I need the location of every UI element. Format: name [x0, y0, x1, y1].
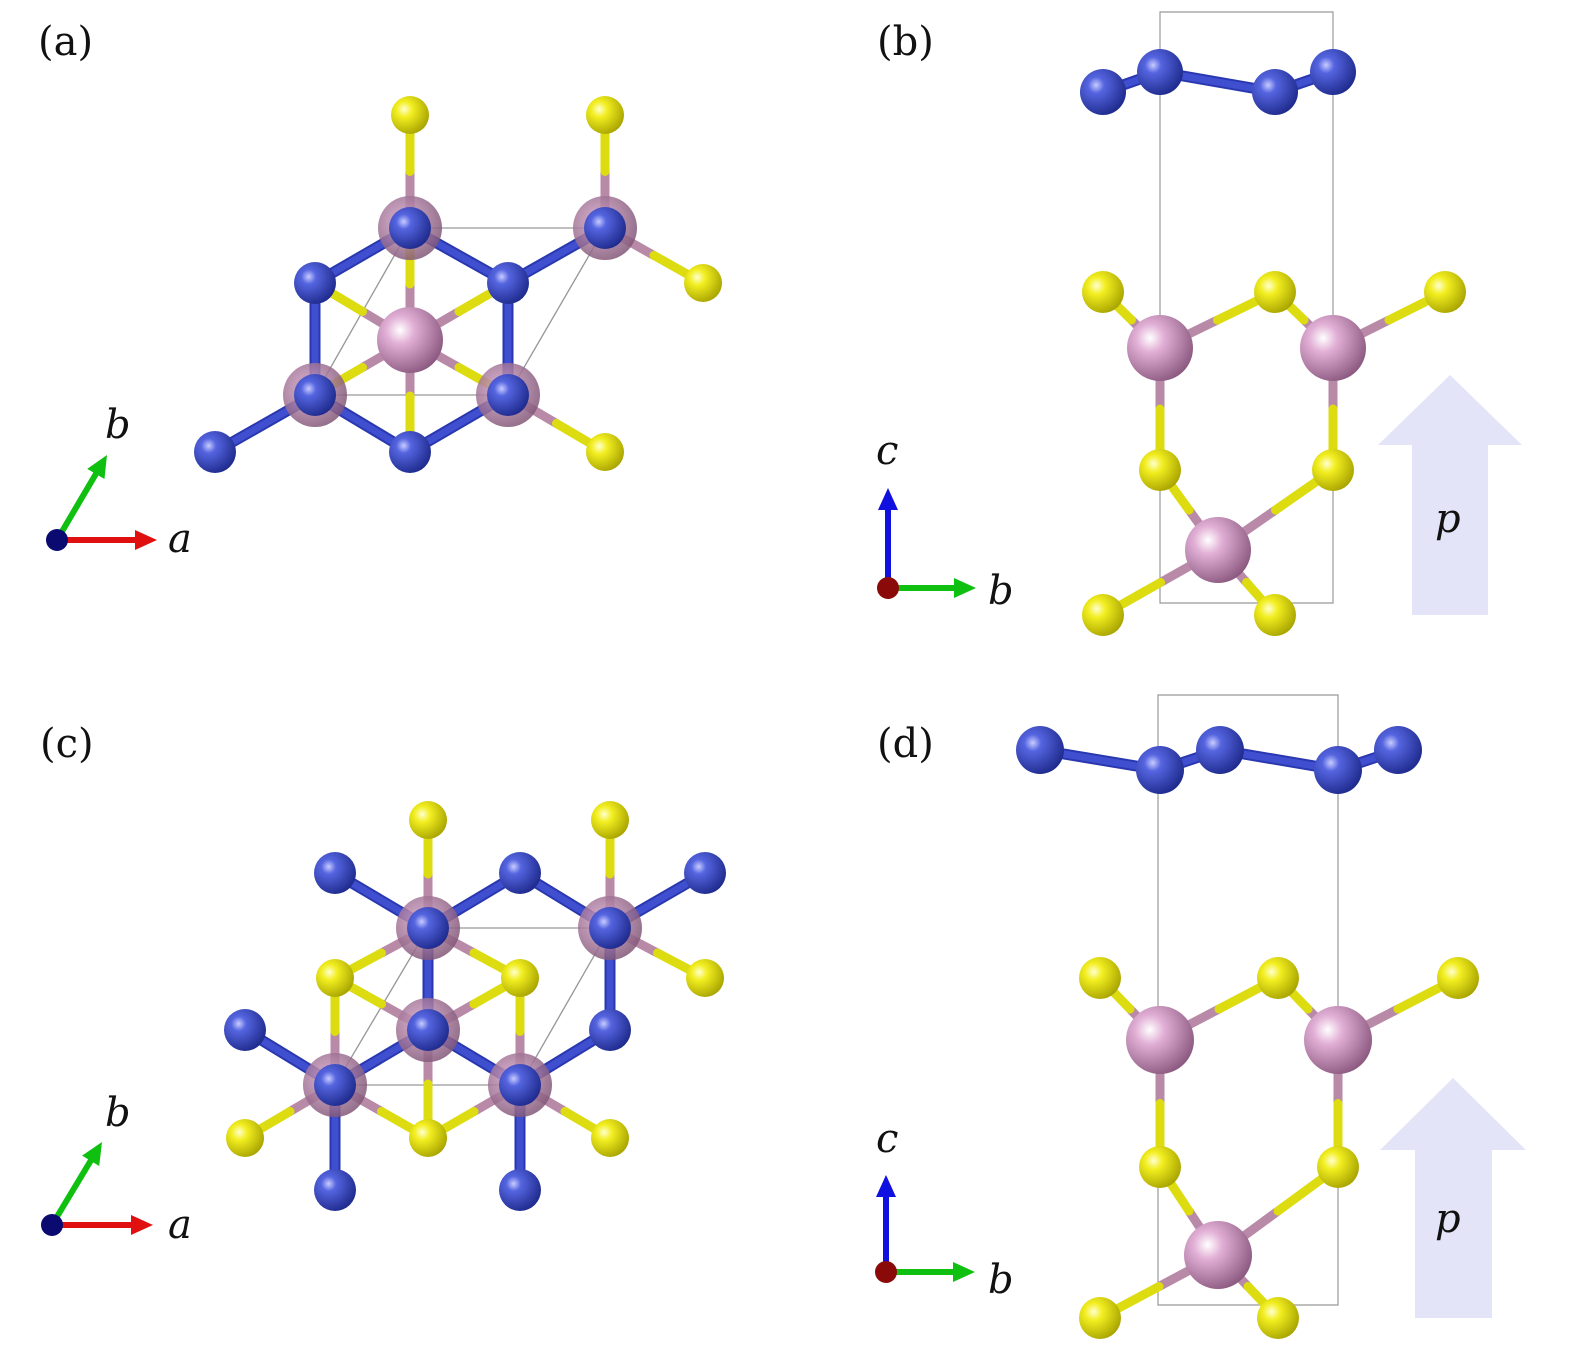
blue-atom — [499, 1169, 541, 1211]
pink-atom — [1127, 315, 1193, 381]
blue-atom — [1196, 726, 1244, 774]
pink-atom — [1184, 1221, 1252, 1289]
axis-label-b: b — [105, 1090, 131, 1136]
b-axis-arrow — [49, 1157, 94, 1228]
yellow-atom — [1312, 449, 1354, 491]
yellow-atom — [226, 1119, 264, 1157]
origin-dot — [875, 1261, 897, 1283]
yellow-atom — [391, 96, 429, 134]
yellow-atom — [409, 801, 447, 839]
b-axis-arrow-head — [954, 578, 976, 598]
origin-dot — [41, 1214, 63, 1236]
pink-atom — [1300, 315, 1366, 381]
yellow-atom — [1139, 1146, 1181, 1188]
yellow-atom — [501, 959, 539, 997]
axis-label-b: b — [105, 402, 131, 448]
axis-label-a: a — [168, 516, 192, 562]
polarization-arrow — [1378, 375, 1522, 615]
yellow-atom — [1254, 271, 1296, 313]
blue-atom — [1016, 726, 1064, 774]
blue-atom — [224, 1009, 266, 1051]
axis-label-b: b — [988, 1257, 1014, 1303]
yellow-atom — [1139, 449, 1181, 491]
blue-atom — [1374, 726, 1422, 774]
yellow-atom — [591, 1119, 629, 1157]
pink-atom — [1126, 1006, 1194, 1074]
origin-dot — [877, 577, 899, 599]
blue-atom — [294, 374, 336, 416]
origin-dot — [46, 529, 68, 551]
blue-atom — [1080, 69, 1126, 115]
blue-atom — [1137, 49, 1183, 95]
yellow-atom — [1079, 957, 1121, 999]
yellow-atom — [684, 264, 722, 302]
blue-atom — [1314, 746, 1362, 794]
b-axis-arrow-head — [87, 455, 107, 480]
polarization-label: p — [1435, 1196, 1461, 1242]
yellow-atom — [1254, 594, 1296, 636]
panel-label-b: (b) — [877, 19, 934, 65]
b-axis-arrow-head — [82, 1142, 102, 1167]
yellow-atom — [1082, 271, 1124, 313]
blue-atom — [684, 852, 726, 894]
blue-atom — [589, 1009, 631, 1051]
blue-atom — [1136, 746, 1184, 794]
blue-atom — [407, 1009, 449, 1051]
panel-label-d: (d) — [877, 721, 934, 767]
pink-atom — [1304, 1006, 1372, 1074]
unit-cell — [1157, 694, 1339, 1306]
yellow-atom — [686, 959, 724, 997]
axis-label-b: b — [988, 568, 1014, 614]
blue-atom — [314, 1064, 356, 1106]
blue-atom — [389, 207, 431, 249]
yellow-atom — [409, 1119, 447, 1157]
yellow-atom — [1082, 594, 1124, 636]
axis-label-c: c — [876, 428, 898, 474]
yellow-atom — [1437, 957, 1479, 999]
axis-label-a: a — [168, 1202, 192, 1248]
yellow-atom — [591, 801, 629, 839]
blue-atom — [314, 852, 356, 894]
yellow-atom — [316, 959, 354, 997]
axis-label-c: c — [876, 1116, 898, 1162]
yellow-atom — [1317, 1146, 1359, 1188]
c-axis-arrow-head — [876, 1175, 896, 1197]
unit-cell-diagonal — [507, 227, 606, 396]
pink-atom — [1185, 517, 1251, 583]
a-axis-arrow-head — [131, 1215, 153, 1235]
panel-label-c: (c) — [40, 721, 94, 767]
yellow-atom — [586, 96, 624, 134]
blue-atom — [584, 207, 626, 249]
c-axis-arrow-head — [878, 488, 898, 510]
yellow-atom — [586, 433, 624, 471]
blue-atom — [1252, 69, 1298, 115]
b-axis-arrow-head — [953, 1262, 975, 1282]
blue-atom — [389, 431, 431, 473]
blue-atom — [499, 852, 541, 894]
polarization-arrow — [1380, 1078, 1526, 1318]
pink-atom — [377, 307, 443, 373]
blue-atom — [487, 262, 529, 304]
a-axis-arrow-head — [135, 530, 157, 550]
yellow-atom — [1257, 1297, 1299, 1339]
yellow-atom — [1079, 1297, 1121, 1339]
blue-atom — [194, 431, 236, 473]
yellow-atom — [1424, 271, 1466, 313]
blue-atom — [1310, 49, 1356, 95]
polarization-label: p — [1435, 496, 1461, 542]
blue-atom — [407, 907, 449, 949]
blue-atom — [499, 1064, 541, 1106]
yellow-atom — [1257, 957, 1299, 999]
b-axis-arrow — [54, 470, 99, 543]
blue-atom — [294, 262, 336, 304]
blue-atom — [487, 374, 529, 416]
panel-label-a: (a) — [38, 19, 93, 65]
blue-atom — [589, 907, 631, 949]
blue-atom — [314, 1169, 356, 1211]
